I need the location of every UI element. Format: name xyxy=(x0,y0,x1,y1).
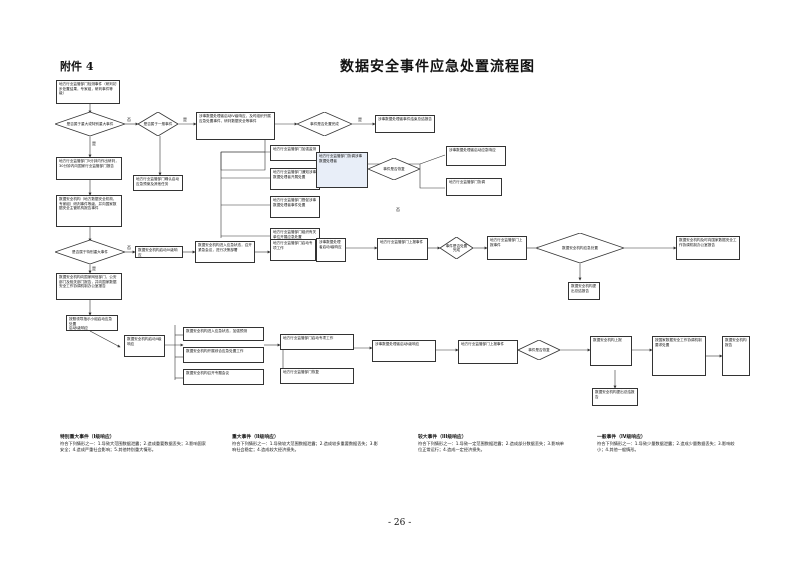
legend-col-3-title: 较大事件（III级响应） xyxy=(418,435,467,440)
decision-mid-2-label: 数据安全机构应急处置 xyxy=(562,245,598,250)
node-right-6: 地方行业监管部门督促涉事数据处理者事件处置 xyxy=(270,196,320,218)
node-left-1: 地方行业监管部门检测事件（研判初步处置结果，专家组，研判事件等级） xyxy=(56,80,120,104)
legend-col-1: 特别重大事件（I级响应） 符合下列情形之一：1.导致大范围数据泄露；2.造成重要… xyxy=(60,435,210,454)
decision-center-1-label: 是否属于一般事件 xyxy=(143,121,173,126)
node-right-2: 涉事数据处理者事件结束总结报告 xyxy=(375,115,435,133)
yes-label-2: 是 xyxy=(92,266,96,271)
decision-left-1-label: 是否属于重大或特别重大事件 xyxy=(66,121,114,126)
decision-mid-2: 数据安全机构应急处置 xyxy=(536,233,624,263)
node-low-10: 数据安全机构报告 xyxy=(722,336,750,376)
node-low-1: 数据安全机构进入应急状态，加强预测 xyxy=(183,327,264,341)
decision-mid-1: 事件是否处置完成 xyxy=(440,237,473,259)
legend-col-1-title: 特别重大事件（I级响应） xyxy=(60,435,115,440)
no-label-3: 否 xyxy=(396,207,400,212)
legend-col-2-title: 重大事件（II级响应） xyxy=(232,435,279,440)
node-left-6-text: 启动I级响应 xyxy=(69,326,89,331)
node-right-3: 地方行业监管部门加强监测 xyxy=(270,145,320,161)
legend-col-3-body: 符合下列情形之一：1.导致一定范围数据泄露；2.造成部分数据丢失；3.影响单位正… xyxy=(418,441,564,453)
node-right-8: 涉事数据处理者启动应急响应 xyxy=(446,146,506,166)
yes-label-4: 是 xyxy=(358,117,362,122)
page-number: - 26 - xyxy=(388,518,412,528)
node-low-3: 数据安全机构召开专题会议 xyxy=(183,369,264,385)
node-mid-6: 数据安全机构提出总结报告 xyxy=(568,282,600,300)
node-left-5-text: 按照领导指示小组启动应急处置 xyxy=(69,317,113,326)
node-low-2: 数据安全机构开展综合应急处置工作 xyxy=(183,347,264,363)
decision-right-2-label: 事件是否恢复 xyxy=(383,166,405,171)
node-low-5: 地方行业监管部门恢复 xyxy=(280,368,354,384)
decision-right-1-label: 事件是否处置完成 xyxy=(310,121,339,126)
node-left-4: 数据安全机构向国家网信部门、公安部门及相关部门报告，并向国家数据安全工作协调机制… xyxy=(56,273,122,300)
node-right-4: 地方行业监管部门通知涉事数据处理者开展处置 xyxy=(270,168,320,190)
decision-center-1: 是否属于一般事件 xyxy=(138,112,178,136)
node-mid-5: 数据安全机构及时向国家数据安全工作协调机制办公室报告 xyxy=(676,236,740,260)
node-center-3: 数据安全机构启动IV级响应 xyxy=(135,246,183,258)
node-center-5: 数据安全机构启动II级响应 xyxy=(124,335,165,357)
decision-left-2-label: 是否属于特别重大事件 xyxy=(72,249,108,254)
appendix-label: 附件 4 xyxy=(60,60,94,73)
node-low-7: 地方行业监管部门上报事件 xyxy=(458,340,518,364)
node-mid-1: 地方行业监管部门启动专项工作 xyxy=(270,239,316,261)
page-title: 数据安全事件应急处置流程图 xyxy=(340,59,535,75)
decision-mid-1-label: 事件是否处置完成 xyxy=(445,243,468,252)
node-low-9: 按国家数据安全工作协调机制要求处置 xyxy=(652,336,706,376)
node-low-8: 数据安全机构上报 xyxy=(590,336,632,366)
node-left-2: 地方行业监管部门5分钟内作出研判，30分钟内向国家行业监管部门报告 xyxy=(56,157,122,180)
no-label-2: 否 xyxy=(127,245,131,250)
decision-low-1: 事件是否恢复 xyxy=(518,340,560,360)
yes-label-1: 是 xyxy=(92,141,96,146)
decision-right-2: 事件是否恢复 xyxy=(368,158,420,180)
yes-label-3: 是 xyxy=(183,117,187,122)
legend-col-1-body: 符合下列情形之一：1.导致大范围数据泄露；2.造成重要数据丢失；3.影响国家安全… xyxy=(60,441,206,453)
legend-col-3: 较大事件（III级响应） 符合下列情形之一：1.导致一定范围数据泄露；2.造成部… xyxy=(418,435,568,454)
legend-col-2-body: 符合下列情形之一：1.导致较大范围数据泄露；2.造成较多重要数据丢失；3.影响社… xyxy=(232,441,378,453)
node-right-5: 地方行业监管部门协调涉事数据处理者 xyxy=(316,152,368,188)
decision-low-1-label: 事件是否恢复 xyxy=(528,347,550,352)
node-center-2: 地方行业监管部门确认启动应急预案及其他任务 xyxy=(133,175,183,191)
node-mid-4: 地方行业监管部门上报事件 xyxy=(487,236,527,260)
node-mid-3: 地方行业监管部门上报事件 xyxy=(377,238,428,260)
node-low-4: 地方行业监管部门启动专项工作 xyxy=(280,334,354,350)
node-right-1: 涉事数据处理者启动IV级响应，及时组织开展应急处置事件，研判数据安全等事件 xyxy=(196,112,275,140)
node-right-9: 地方行业监管部门协调 xyxy=(446,178,502,196)
node-center-4: 数据安全机构进入应急状态，召开紧急会议，进行决策部署 xyxy=(195,241,255,263)
node-low-6: 涉事数据处理者启动I级响应 xyxy=(372,340,436,362)
no-label-1: 否 xyxy=(127,117,131,122)
legend-col-4-body: 符合下列情形之一：1.导致少量数据泄露；2.造成少量数据丢失；3.影响较小；4.… xyxy=(597,441,735,453)
legend-col-2: 重大事件（II级响应） 符合下列情形之一：1.导致较大范围数据泄露；2.造成较多… xyxy=(232,435,382,454)
legend-col-4: 一般事件（IV级响应） 符合下列情形之一：1.导致少量数据泄露；2.造成少量数据… xyxy=(597,435,742,454)
node-left-3: 数据安全机构（地方数据安全机构、专家组）研判事件等级，并向国家数据安全主管机构报… xyxy=(56,195,122,227)
node-low-11: 数据安全机构提出总结报告 xyxy=(592,388,638,406)
decision-left-1: 是否属于重大或特别重大事件 xyxy=(55,112,125,136)
legend-col-4-title: 一般事件（IV级响应） xyxy=(597,435,646,440)
decision-left-2: 是否属于特别重大事件 xyxy=(55,240,125,264)
node-mid-2: 涉事数据处理者启动I级响应 xyxy=(316,238,346,262)
decision-right-1: 事件是否处置完成 xyxy=(297,112,352,136)
node-left-5: 按照领导指示小组启动应急处置 启动I级响应 xyxy=(66,315,118,331)
